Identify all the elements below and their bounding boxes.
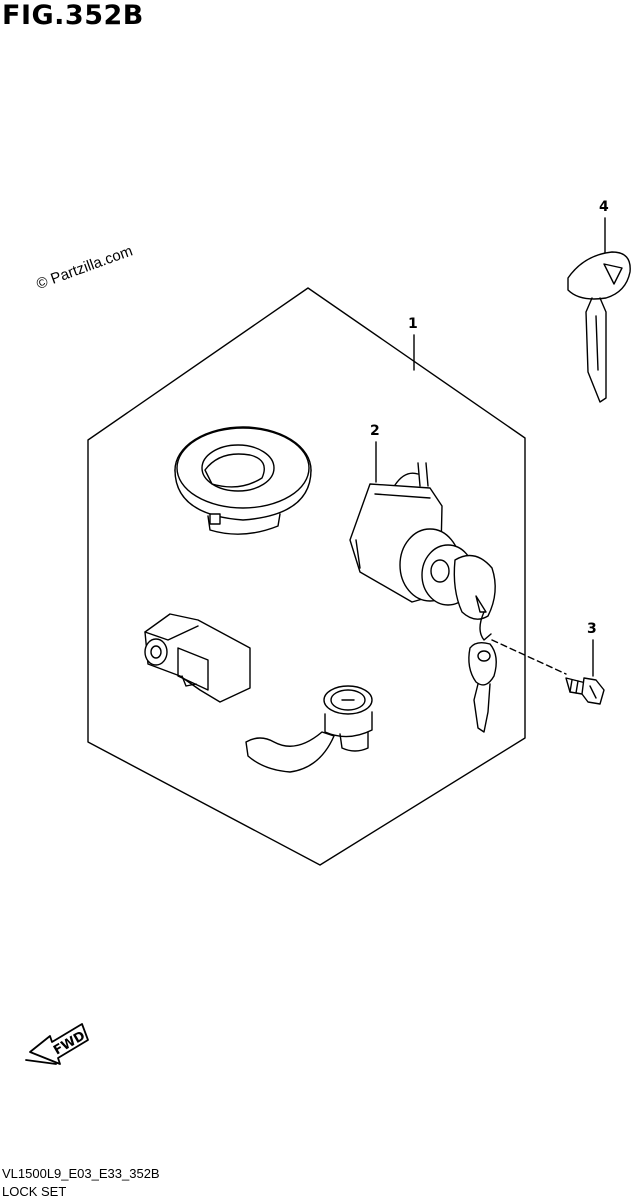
lid-lock-lever (245, 685, 373, 773)
diagram-name: LOCK SET (2, 1184, 67, 1199)
helmet-lock-bracket (144, 613, 251, 703)
fwd-arrow (25, 1023, 89, 1065)
callout-4: 4 (599, 199, 609, 215)
callout-1: 1 (408, 316, 418, 332)
figure-title: FIG.352B (2, 0, 144, 31)
screw (565, 677, 605, 705)
seat-lock-key (468, 611, 497, 733)
callout-3: 3 (587, 621, 597, 637)
callout-2: 2 (370, 423, 380, 439)
fuel-cap (174, 426, 312, 535)
diagram-code: VL1500L9_E03_E33_352B (2, 1166, 160, 1181)
screw-axis-line (491, 639, 567, 675)
seat-lock-assembly (349, 462, 496, 620)
key-blank (567, 251, 631, 403)
kit-boundary (87, 287, 526, 866)
